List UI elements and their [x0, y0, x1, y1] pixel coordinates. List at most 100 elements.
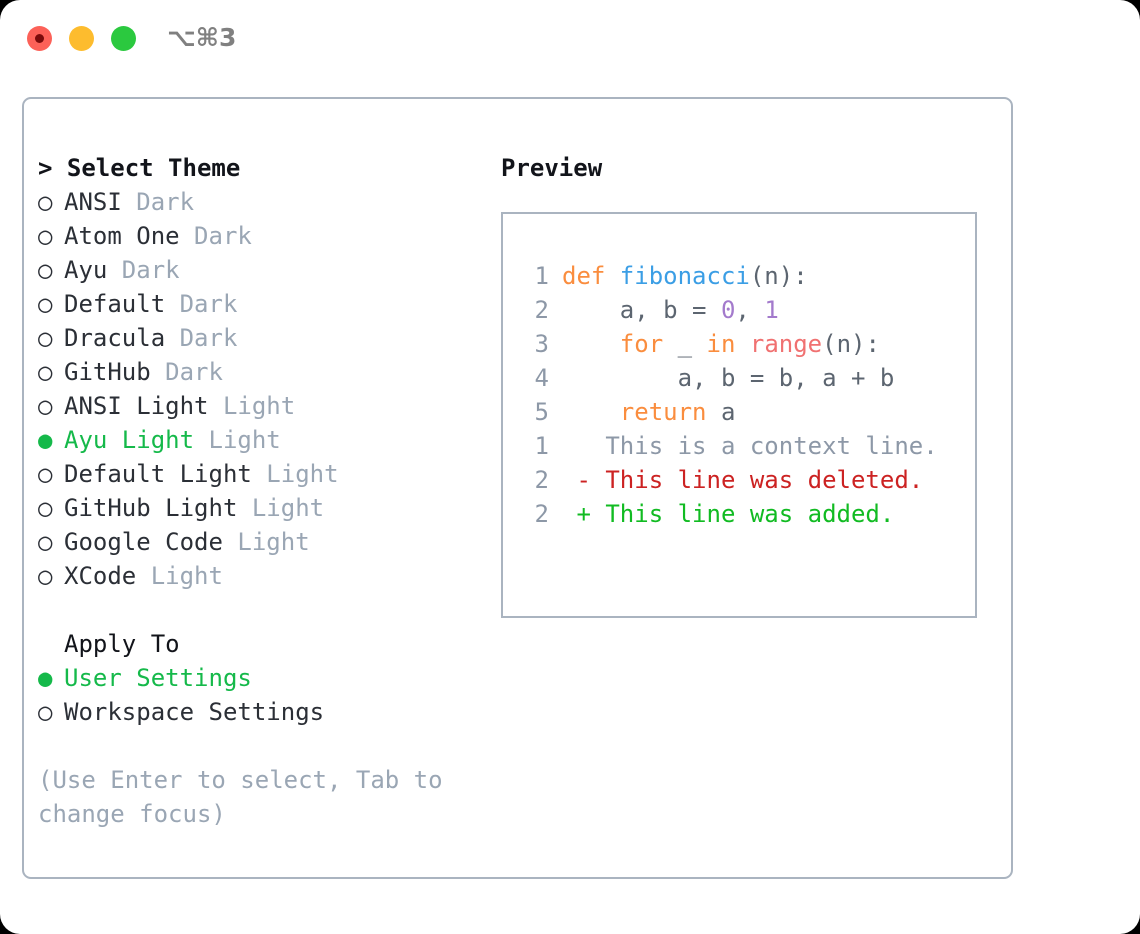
code-token-txt: a, b =: [562, 296, 721, 324]
radio-unselected-icon[interactable]: ○: [38, 528, 53, 556]
line-number: 2: [534, 500, 549, 528]
code-line: 3 for _ in range(n):: [519, 327, 894, 361]
theme-variant-tag: Light: [136, 562, 223, 590]
close-button[interactable]: [27, 26, 52, 51]
theme-option-label: Ayu: [64, 256, 108, 284]
title-bar: ⌥⌘3: [0, 0, 1140, 78]
diff-line: 2 + This line was added.: [519, 497, 938, 531]
minimize-button[interactable]: [69, 26, 94, 51]
select-theme-heading: > Select Theme: [38, 154, 241, 182]
theme-option-label: Google Code: [64, 528, 223, 556]
diff-line: 2 - This line was deleted.: [519, 463, 938, 497]
theme-variant-tag: Light: [208, 392, 296, 420]
keyboard-shortcut-label: ⌥⌘3: [167, 23, 237, 52]
radio-selected-icon[interactable]: ●: [38, 664, 53, 692]
theme-variant-tag: Light: [222, 528, 310, 556]
theme-option-label: ANSI: [64, 188, 122, 216]
theme-variant-tag: Dark: [107, 256, 180, 284]
theme-variant-tag: Dark: [179, 222, 252, 250]
keyboard-hint-text: (Use Enter to select, Tab to change focu…: [38, 766, 458, 828]
theme-option-google-code[interactable]: ○ Google Code Light: [38, 525, 493, 559]
theme-option-label: Ayu Light: [64, 426, 195, 454]
theme-variant-tag: Light: [237, 494, 325, 522]
radio-unselected-icon[interactable]: ○: [38, 494, 53, 522]
apply-to-option-workspace-settings[interactable]: ○ Workspace Settings: [38, 695, 493, 729]
theme-selection-column: > Select Theme ○ANSI Dark○Atom One Dark○…: [38, 151, 493, 831]
apply-to-option-label: Workspace Settings: [64, 698, 325, 726]
line-number: 3: [534, 330, 549, 358]
theme-option-ansi[interactable]: ○ANSI Dark: [38, 185, 493, 219]
theme-variant-tag: Dark: [165, 290, 238, 318]
radio-unselected-icon[interactable]: ○: [38, 324, 53, 352]
theme-option-github[interactable]: ○ GitHub Dark: [38, 355, 493, 389]
radio-unselected-icon[interactable]: ○: [38, 256, 53, 284]
theme-option-ansi-light[interactable]: ○ANSI Light Light: [38, 389, 493, 423]
diff-text-add: + This line was added.: [562, 500, 895, 528]
theme-option-github-light[interactable]: ○ GitHub Light Light: [38, 491, 493, 525]
zoom-button[interactable]: [111, 26, 136, 51]
theme-variant-tag: Light: [194, 426, 281, 454]
line-number: 1: [534, 432, 549, 460]
code-token-num: 0: [720, 296, 736, 324]
theme-option-default[interactable]: ○ Default Dark: [38, 287, 493, 321]
code-token-txt: [562, 330, 620, 358]
radio-unselected-icon[interactable]: ○: [38, 460, 53, 488]
code-token-kw: def: [562, 262, 620, 290]
diff-line: 1 This is a context line.: [519, 429, 938, 463]
line-number: 5: [534, 398, 549, 426]
theme-option-xcode[interactable]: ○XCode Light: [38, 559, 493, 593]
radio-unselected-icon[interactable]: ○: [38, 222, 53, 250]
theme-option-atom-one[interactable]: ○ Atom One Dark: [38, 219, 493, 253]
theme-option-ayu[interactable]: ○ Ayu Dark: [38, 253, 493, 287]
theme-option-label: Default Light: [64, 460, 252, 488]
diff-text-del: - This line was deleted.: [562, 466, 924, 494]
apply-to-list[interactable]: ● User Settings ○ Workspace Settings: [38, 661, 493, 729]
code-token-txt: [562, 398, 620, 426]
radio-unselected-icon[interactable]: ○: [38, 358, 53, 386]
code-token-txt: (n):: [822, 330, 880, 358]
radio-selected-icon[interactable]: ●: [38, 426, 53, 454]
theme-option-label: Default: [64, 290, 166, 318]
theme-option-ayu-light[interactable]: ● Ayu Light Light: [38, 423, 493, 457]
theme-option-label: GitHub Light: [64, 494, 238, 522]
diff-sample: 1 This is a context line.2 - This line w…: [519, 429, 938, 531]
radio-unselected-icon[interactable]: ○: [38, 562, 53, 590]
theme-list[interactable]: ○ ANSI Dark ○ Atom One Dark ○ Ayu Dark ○ Defaul…: [38, 185, 493, 593]
theme-option-dracula[interactable]: ○ Dracula Dark: [38, 321, 493, 355]
code-token-txt: a: [706, 398, 736, 426]
line-number: 2: [534, 296, 549, 324]
theme-option-label: Dracula: [64, 324, 166, 352]
code-line: 2 a, b = 0, 1: [519, 293, 894, 327]
line-number: 1: [534, 262, 549, 290]
theme-variant-tag: Dark: [165, 324, 238, 352]
diff-text-ctx: This is a context line.: [562, 432, 938, 460]
code-line: 4 a, b = b, a + b: [519, 361, 895, 395]
traffic-light-buttons: [27, 26, 136, 51]
apply-to-option-label: User Settings: [64, 664, 252, 692]
theme-option-default-light[interactable]: ○ Default Light Light: [38, 457, 493, 491]
code-token-txt: a, b = b, a + b: [562, 364, 895, 392]
code-token-txt: [735, 330, 749, 358]
radio-unselected-icon[interactable]: ○: [38, 698, 53, 726]
theme-option-label: GitHub: [64, 358, 151, 386]
radio-unselected-icon[interactable]: ○: [38, 392, 53, 420]
code-token-num: 1: [764, 296, 779, 324]
radio-unselected-icon[interactable]: ○: [38, 188, 53, 216]
code-token-kw: for: [619, 330, 664, 358]
apply-to-option-user-settings[interactable]: ● User Settings: [38, 661, 493, 695]
code-token-kw: return: [619, 398, 707, 426]
code-line: 5 return a: [519, 395, 894, 429]
code-token-txt: (n):: [749, 262, 808, 290]
theme-variant-tag: Light: [251, 460, 339, 488]
code-token-txt: _: [663, 330, 707, 358]
radio-unselected-icon[interactable]: ○: [38, 290, 53, 318]
code-token-kw: in: [706, 330, 736, 358]
line-number: 4: [534, 364, 549, 392]
theme-option-label: Atom One: [64, 222, 180, 250]
theme-variant-tag: Dark: [150, 358, 223, 386]
